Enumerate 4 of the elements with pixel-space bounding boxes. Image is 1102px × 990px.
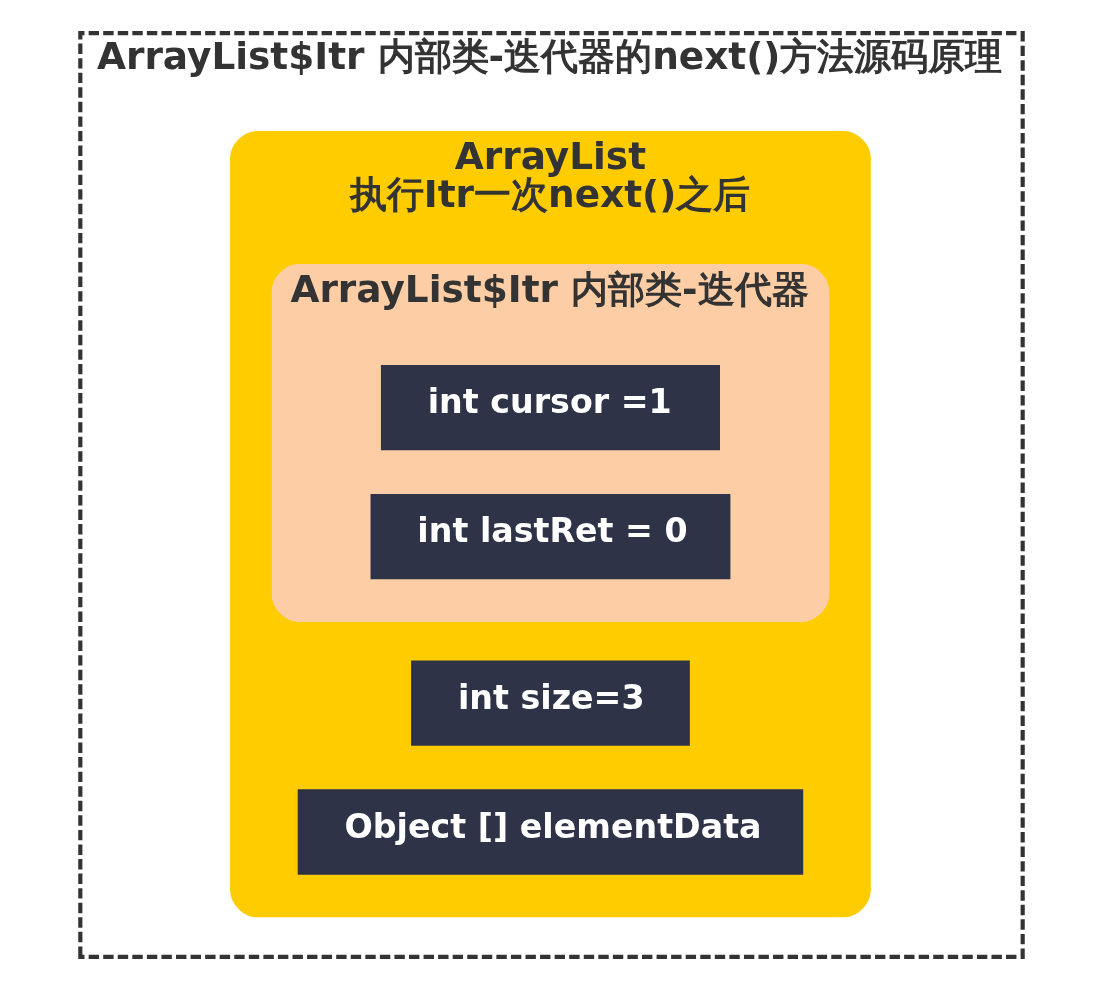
node-box: int cursor =1 (380, 364, 720, 451)
node-box: int size=3 (410, 660, 690, 746)
node-box: int lastRet = 0 (370, 493, 730, 580)
node-box: Object [] elementData (297, 789, 803, 875)
